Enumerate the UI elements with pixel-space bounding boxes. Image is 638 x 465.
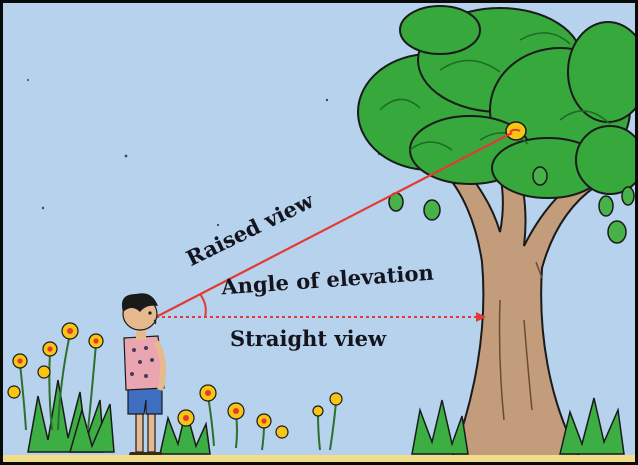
mango-fruit (506, 122, 526, 140)
straight-view-label: Straight view (230, 326, 387, 351)
